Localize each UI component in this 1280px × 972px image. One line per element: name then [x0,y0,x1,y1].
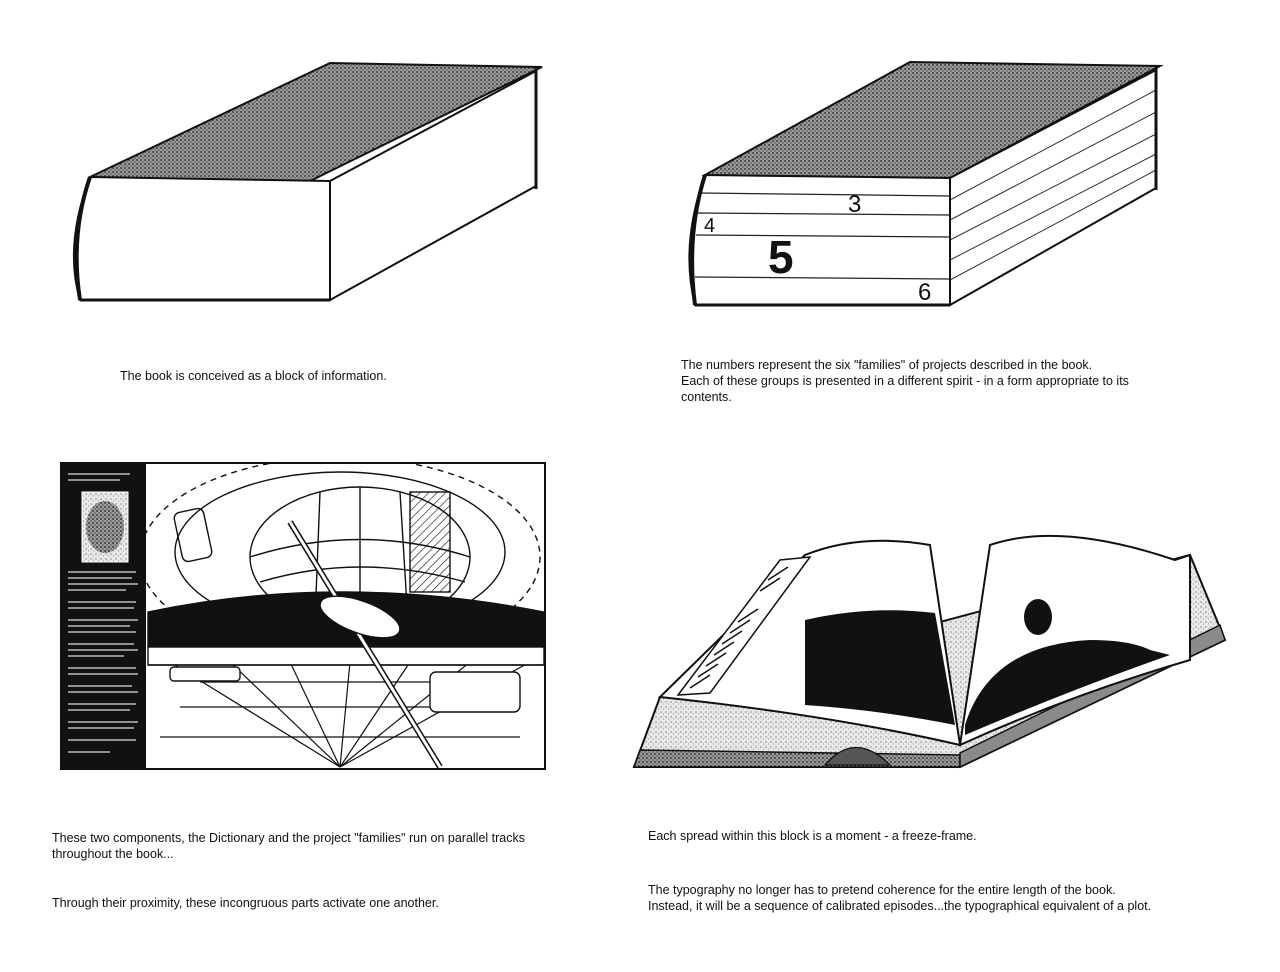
caption-line: Through their proximity, these incongruo… [52,896,439,910]
caption-line: The numbers represent the six "families"… [681,358,1093,372]
caption-line: throughout the book... [52,847,174,861]
caption-line: The book is conceived as a block of info… [120,369,387,383]
family-number-6: 6 [918,279,931,306]
spine-barcode [676,556,812,696]
caption-line: Each of these groups is presented in a d… [681,374,1129,388]
caption-parallel-tracks: These two components, the Dictionary and… [52,830,525,862]
caption-numbered-families: The numbers represent the six "families"… [681,357,1129,405]
family-number-4: 4 [704,215,715,237]
dictionary-column [62,464,146,768]
caption-proximity: Through their proximity, these incongruo… [52,895,439,911]
book-block-illustration [72,61,543,302]
family-number-3: 3 [848,191,861,218]
family-number-5: 5 [768,231,794,283]
caption-line: Instead, it will be a sequence of calibr… [648,899,1152,913]
caption-line: The typography no longer has to pretend … [648,883,1116,897]
dictionary-project-spread [60,462,546,770]
numbered-book-illustration: 3 4 5 6 [688,60,1164,307]
caption-line: contents. [681,390,732,404]
open-book-illustration [632,534,1227,769]
project-illustration [139,462,545,769]
caption-line: Each spread within this block is a momen… [648,829,977,843]
book-spine [72,175,331,301]
caption-typography: The typography no longer has to pretend … [648,882,1151,914]
caption-freeze-frame: Each spread within this block is a momen… [648,828,977,844]
caption-line: These two components, the Dictionary and… [52,831,525,845]
caption-book-block: The book is conceived as a block of info… [120,368,387,384]
